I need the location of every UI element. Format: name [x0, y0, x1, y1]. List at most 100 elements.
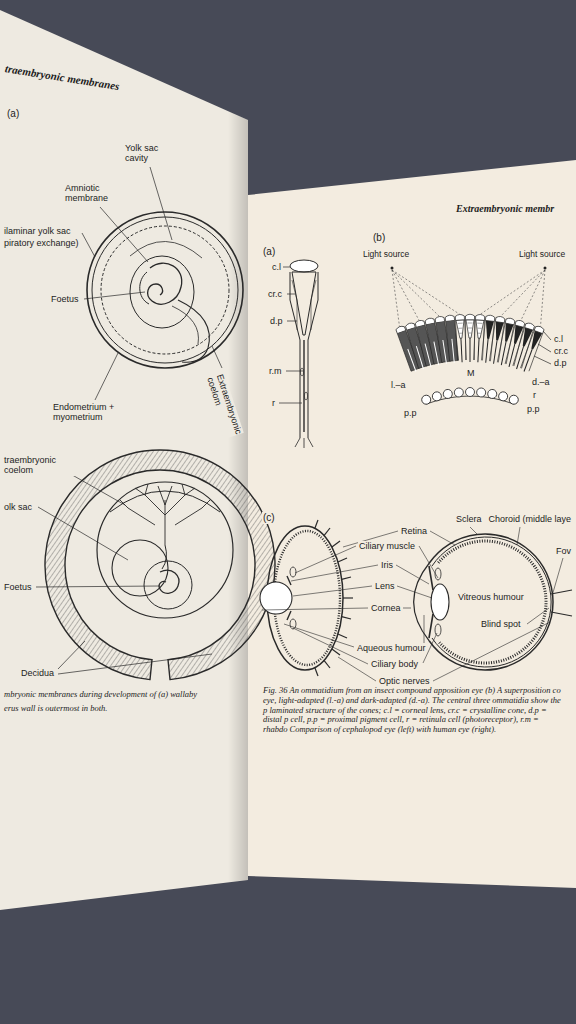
- eye-comparison-figure-part-part: [315, 520, 318, 529]
- superposition-eye-figure-part-part: [501, 270, 545, 316]
- part-abbrev: M: [466, 368, 476, 378]
- superposition-eye-figure-part: [420, 394, 432, 406]
- ommatidium-figure-part: [303, 340, 304, 432]
- part-label: Foetus: [3, 582, 33, 592]
- ommatidium-figure-part: [304, 392, 307, 400]
- eye-comparison-figure-part-part: [342, 577, 351, 579]
- superposition-eye-figure-part-part: [541, 270, 546, 326]
- eye-comparison-figure-part-part: [332, 541, 340, 547]
- superposition-eye-figure-part: [473, 314, 484, 362]
- figure-caption: Fig. 36 An ommatidium from an insect com…: [262, 686, 564, 735]
- placental-uterus-figure-part: [36, 468, 212, 674]
- eye-comparison-figure-part: [432, 537, 551, 667]
- eye-comparison-figure-part-part: [284, 624, 354, 647]
- eye-comparison-figure-part: [287, 576, 291, 620]
- part-abbrev: l.–a: [390, 380, 407, 390]
- ommatidium-figure-part-part: [279, 403, 302, 404]
- page-header: Extraembryonic membr: [455, 203, 555, 215]
- superposition-eye-figure-part-part: [392, 270, 460, 314]
- placental-uterus-figure-part: [162, 545, 166, 569]
- part-label: Vitreous humour: [457, 592, 525, 602]
- superposition-eye-figure-part-part: [534, 356, 551, 364]
- eye-comparison-figure-part-part: [324, 528, 330, 536]
- eye-comparison-figure-part: [438, 541, 546, 663]
- figure-caption-line: erus wall is outermost in both.: [3, 704, 108, 714]
- eye-comparison-figure-part-part: [403, 608, 411, 609]
- eye-comparison-figure-part-part: [343, 597, 353, 598]
- superposition-eye-figure-part-part: [538, 344, 551, 352]
- superposition-eye-figure-part-part: [392, 270, 419, 320]
- part-label: Ciliary muscle: [358, 541, 416, 551]
- eye-comparison-figure-part: [551, 590, 572, 616]
- ommatidium-figure-part: [279, 267, 303, 403]
- wallaby-uterus-figure-part-part: [150, 167, 172, 240]
- part-label: Foetus: [50, 294, 80, 304]
- eye-comparison-figure-part-part: [262, 608, 368, 610]
- eye-comparison-figure-part: [260, 582, 292, 614]
- panel-letter: (a): [262, 246, 276, 258]
- eye-comparison-figure-part-part: [396, 565, 429, 584]
- eye-comparison-figure-part-part: [293, 586, 372, 596]
- part-abbrev: cr.c: [267, 289, 283, 299]
- wallaby-uterus-figure-part: [140, 272, 149, 304]
- wallaby-uterus-figure-part: [130, 241, 202, 258]
- part-label: Sclera: [455, 514, 483, 524]
- eye-comparison-figure-part-part: [291, 565, 378, 581]
- part-label: Endometrium + myometrium: [52, 402, 124, 423]
- panel-letter: (a): [6, 108, 20, 120]
- part-abbrev: c.l: [271, 262, 282, 272]
- part-abbrev: r.m: [268, 366, 283, 376]
- superposition-eye-figure-part: [512, 322, 535, 370]
- eye-comparison-figure-part-part: [338, 634, 347, 638]
- panel-letter: (c): [262, 512, 276, 524]
- part-label: Lens: [374, 581, 396, 591]
- part-label: ilaminar yolk sac: [3, 226, 72, 236]
- figure-caption-line: mbryonic membranes during development of…: [3, 690, 198, 700]
- part-label: Optic nerves: [378, 676, 431, 686]
- part-abbrev: r: [532, 390, 537, 400]
- ommatidium-figure-part-part: [287, 294, 295, 295]
- wallaby-uterus-figure-part: [87, 212, 243, 368]
- part-label: Amniotic membrane: [64, 183, 122, 204]
- placental-uterus-figure-part-part: [36, 586, 160, 587]
- eye-comparison-figure-part-part: [397, 586, 432, 598]
- superposition-eye-figure-part: [505, 320, 526, 368]
- part-abbrev: r: [271, 398, 276, 408]
- section-header: traembryonic membranes: [3, 62, 121, 93]
- superposition-eye-figure-part-part: [392, 270, 439, 316]
- part-label: piratory exchange): [3, 238, 80, 248]
- ommatidium-figure-part: [290, 272, 318, 438]
- ommatidium-figure-part: [290, 260, 318, 272]
- wallaby-uterus-figure-part-part: [95, 353, 118, 400]
- ommatidium-figure-part: [295, 438, 313, 448]
- superposition-eye-figure-part: [487, 389, 497, 399]
- placental-uterus-figure-part: [45, 450, 275, 680]
- part-abbrev: p.p: [526, 404, 541, 414]
- eye-comparison-figure-part-part: [315, 668, 318, 677]
- superposition-eye-figure: [391, 267, 552, 406]
- wallaby-uterus-figure-part: [172, 306, 198, 344]
- wallaby-uterus-figure-part-part: [100, 207, 148, 262]
- ommatidium-figure-part: [292, 280, 316, 330]
- eye-comparison-figure-part: [429, 534, 553, 670]
- wallaby-uterus-figure-part: [178, 300, 209, 362]
- panel-letter: (b): [372, 232, 386, 244]
- placental-uterus-figure-part-part: [58, 641, 85, 669]
- part-abbrev: d.–a: [531, 377, 551, 387]
- eye-comparison-figure-part: [315, 520, 353, 676]
- ommatidium-figure-part: [292, 272, 316, 335]
- superposition-eye-figure-part: [454, 388, 464, 398]
- eye-comparison-figure-part: [290, 567, 296, 577]
- placental-uterus-figure-part: [120, 484, 210, 545]
- wallaby-uterus-figure-part-part: [84, 292, 145, 299]
- superposition-eye-figure-part-part: [521, 270, 545, 320]
- eye-comparison-figure-part-part: [295, 546, 356, 573]
- eye-comparison-figure-part-part: [430, 531, 455, 545]
- wallaby-uterus-figure-part: [130, 256, 194, 328]
- superposition-eye-figure-part-part: [480, 270, 545, 314]
- wallaby-uterus-figure-part-part: [212, 346, 222, 368]
- part-label: Retina: [400, 526, 428, 536]
- part-label: Yolk sac cavity: [124, 143, 172, 164]
